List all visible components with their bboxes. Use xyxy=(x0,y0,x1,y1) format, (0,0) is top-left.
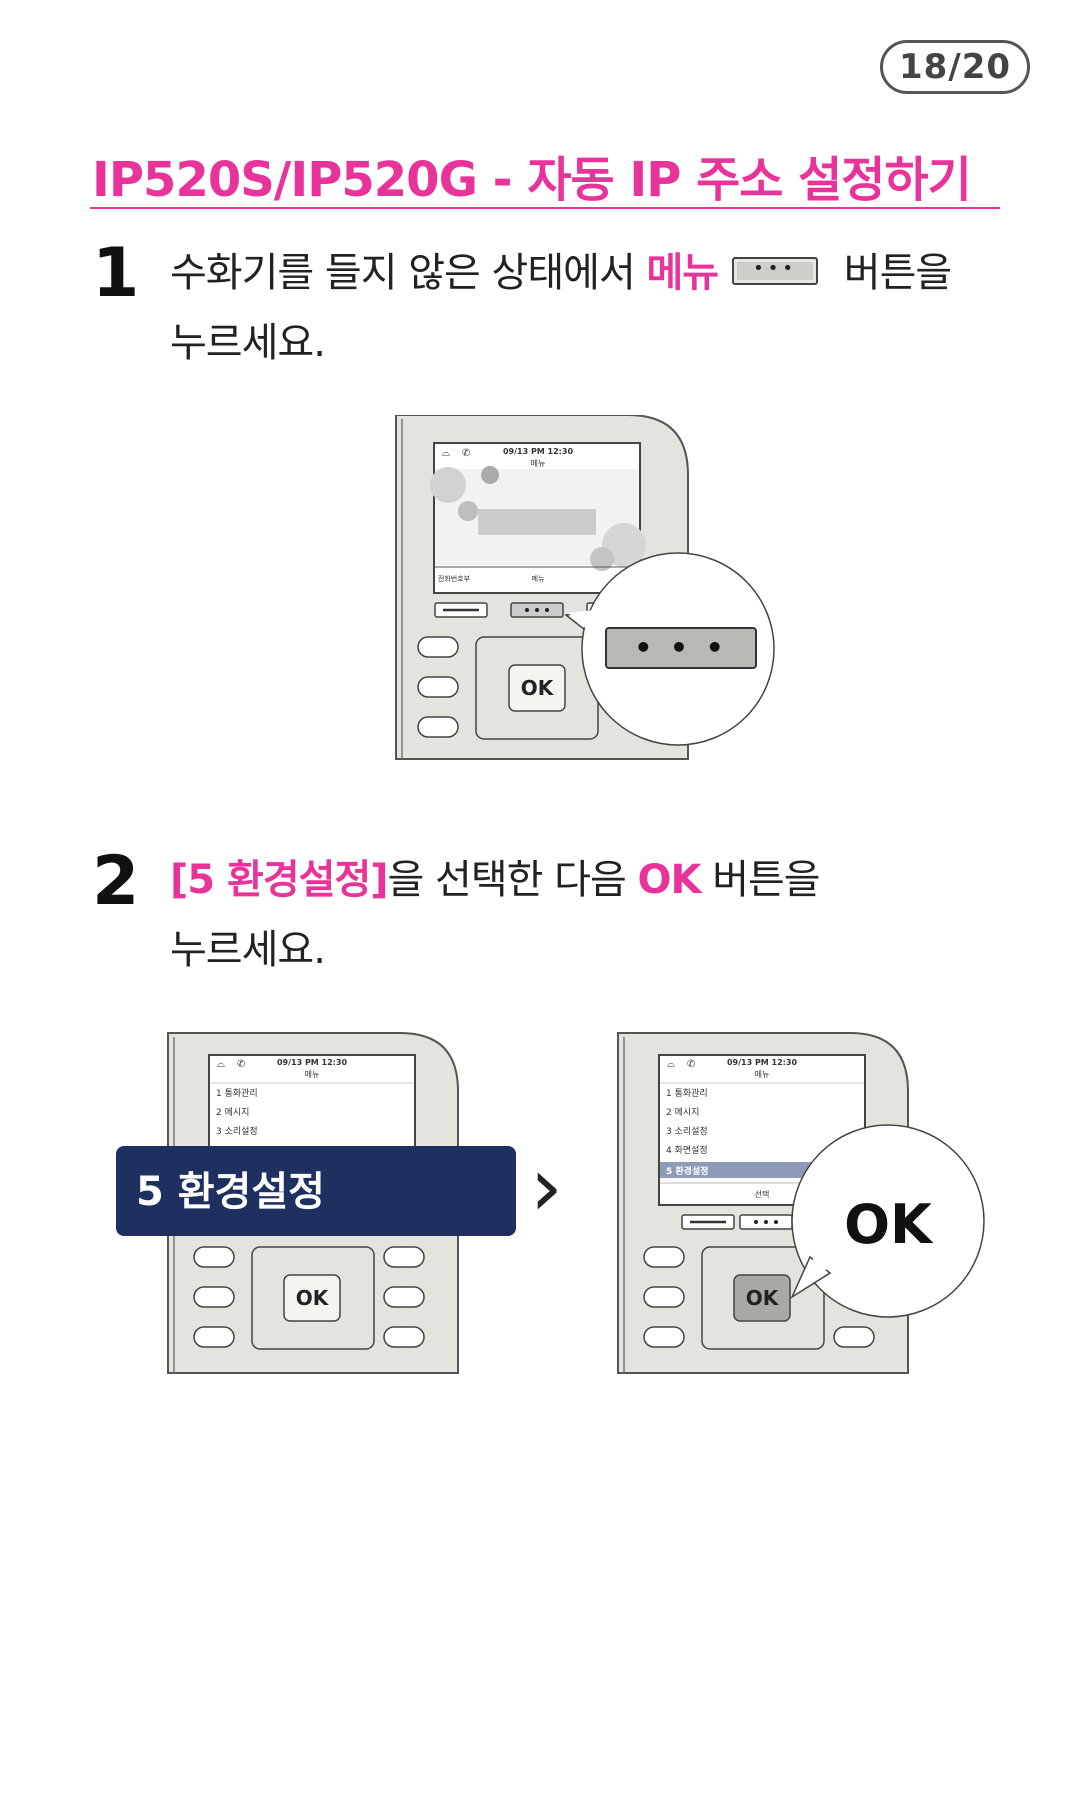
menu-item[interactable]: 3 소리설정 xyxy=(666,1126,708,1137)
softkey-select-label: 선택 xyxy=(755,1189,770,1199)
network-icon: ⌓ xyxy=(667,1059,675,1070)
status-time: 09/13 PM 12:30 xyxy=(503,447,573,456)
network-icon: ⌓ xyxy=(442,448,450,459)
status-time: 09/13 PM 12:30 xyxy=(277,1058,347,1067)
menu-item[interactable]: 3 소리설정 xyxy=(216,1126,258,1137)
page-title: IP520S/IP520G - 자동 IP 주소 설정하기 xyxy=(92,152,972,208)
network-icon: ⌓ xyxy=(217,1059,225,1070)
step-1-text: 수화기를 들지 않은 상태에서 메뉴 ••• 버튼을 누르세요. xyxy=(170,238,952,378)
ok-button-label: OK xyxy=(746,1286,780,1310)
zoomed-menu-glyph: • • • xyxy=(634,631,727,664)
ok-button[interactable] xyxy=(508,664,566,712)
step-1-text-c: 누르세요. xyxy=(170,320,326,366)
step-2-text: [5 환경설정]을 선택한 다음 OK 버튼을 누르세요. xyxy=(170,845,821,985)
menu-item-selected-label: 5 환경설정 xyxy=(666,1165,709,1177)
ok-button[interactable] xyxy=(733,1274,791,1322)
phone-icon: ✆ xyxy=(237,1059,245,1070)
screen-title: 메뉴 xyxy=(531,459,546,468)
zoomed-ok-label: OK xyxy=(844,1193,934,1256)
step-2-highlight-setting: [5 환경설정] xyxy=(170,857,389,903)
page-indicator: 18/20 xyxy=(880,40,1030,94)
screen-title: 메뉴 xyxy=(305,1070,320,1079)
zoom-bubble xyxy=(791,1124,985,1318)
phone-illustration-1: ⌓ ✆ 09/13 PM 12:30 메뉴 전화번호부 메뉴 통화 OK • •… xyxy=(395,415,775,760)
next-arrow-icon: › xyxy=(530,1140,563,1235)
menu-item[interactable]: 1 통화관리 xyxy=(216,1088,258,1099)
step-2-number: 2 xyxy=(92,842,140,921)
title-divider xyxy=(90,207,1000,209)
step-2-highlight-ok: OK xyxy=(637,857,701,903)
step-2-text-c: 누르세요. xyxy=(170,927,326,973)
menu-item[interactable]: 4 화면설정 xyxy=(666,1145,708,1156)
ok-button[interactable] xyxy=(283,1274,341,1322)
menu-button-glyph: ••• xyxy=(753,258,797,279)
softkey-label-1: 전화번호부 xyxy=(438,574,471,583)
screen-title: 메뉴 xyxy=(755,1070,770,1079)
phone-icon: ✆ xyxy=(687,1059,695,1070)
softkey-label-2: 메뉴 xyxy=(532,575,545,583)
step-1-menu-highlight: 메뉴 xyxy=(646,250,719,296)
phone-illustration-3: ⌓ ✆ 09/13 PM 12:30 메뉴 1 통화관리 2 메시지 3 소리설… xyxy=(617,1032,985,1374)
callout-label: 5 환경설정 xyxy=(136,1169,325,1215)
zoomed-menu-button xyxy=(605,627,757,669)
menu-button-icon: ••• xyxy=(732,257,819,285)
step-1-text-a: 수화기를 들지 않은 상태에서 xyxy=(170,250,647,296)
step-1-number: 1 xyxy=(92,234,140,313)
menu-item[interactable]: 2 메시지 xyxy=(216,1107,249,1118)
menu-item[interactable]: 1 통화관리 xyxy=(666,1088,708,1099)
status-time: 09/13 PM 12:30 xyxy=(727,1058,797,1067)
ok-button-label: OK xyxy=(296,1286,330,1310)
step-2-text-b: 버튼을 xyxy=(700,857,820,903)
status-bar: ⌓ ✆ 09/13 PM 12:30 xyxy=(442,447,573,459)
selected-setting-callout xyxy=(116,1146,516,1236)
step-1-text-b: 버튼을 xyxy=(832,250,952,296)
phone-icon: ✆ xyxy=(462,448,470,459)
step-2-text-a: 을 선택한 다음 xyxy=(387,857,638,903)
phone-illustration-2: ⌓ ✆ 09/13 PM 12:30 메뉴 1 통화관리 2 메시지 3 소리설… xyxy=(116,1032,563,1374)
menu-item[interactable]: 2 메시지 xyxy=(666,1107,699,1118)
ok-button-label: OK xyxy=(521,676,555,700)
